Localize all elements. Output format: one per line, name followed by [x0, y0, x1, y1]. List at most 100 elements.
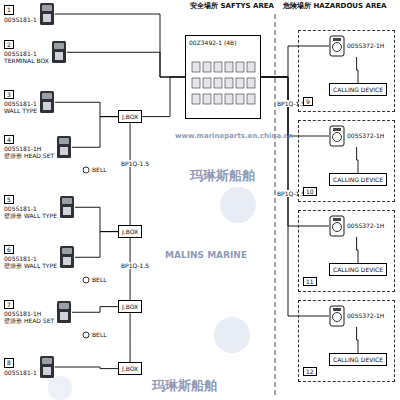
telephone-keypad	[60, 147, 68, 155]
area-heading: 危険場所 HAZARDOUS AREA	[283, 2, 387, 10]
callout-number: 6	[4, 245, 14, 254]
callout-number: 1	[4, 5, 14, 14]
node-text: J.BOX	[122, 113, 138, 120]
cable-wire	[55, 367, 118, 369]
callout-number: 7	[4, 300, 14, 309]
cable-label: BP1Q-1.5	[276, 190, 306, 197]
telephone-window	[333, 223, 342, 232]
node-text: 005S181-1	[4, 369, 37, 376]
text-column: 8 005S181-1	[4, 358, 37, 375]
calling-device: CALLING DEVICE	[329, 353, 387, 366]
node-text: 005S181-1H	[4, 310, 41, 317]
cable-wire	[261, 77, 329, 136]
cable-wire	[72, 117, 118, 148]
area-heading: 安全場所 SAFTYS AREA	[190, 2, 274, 10]
telephone-keypad	[43, 367, 51, 375]
cable-wire	[55, 14, 185, 77]
telephone-body	[57, 301, 71, 323]
text-column: CALLING DEVICE	[333, 86, 383, 93]
node-text: J.BOX	[122, 365, 138, 372]
telephone-handset	[333, 308, 341, 311]
telephone-keypad	[63, 207, 71, 215]
cable-wire	[75, 207, 118, 231]
node-text: 005S372-1H	[347, 312, 384, 319]
callout-number: 5	[4, 195, 14, 204]
callout-number: 2	[4, 40, 14, 49]
node-text: 壁掛形 WALL TYPE	[4, 262, 57, 269]
logo-circle	[220, 187, 256, 223]
telephone-icon	[59, 245, 75, 269]
node-text: CALLING DEVICE	[333, 266, 383, 273]
telephone-keypad	[43, 14, 51, 22]
text-column: CALLING DEVICE	[333, 176, 383, 183]
terminal	[236, 94, 244, 104]
callout-number: 11	[303, 277, 317, 286]
text-column: 6005S181-1壁掛形 WALL TYPE	[4, 245, 57, 270]
logo-circle	[48, 376, 72, 400]
telephone-housing	[330, 216, 344, 236]
telephone-icon	[56, 135, 72, 159]
callout-number: 12	[303, 367, 317, 376]
junction-box: J.BOX	[118, 362, 142, 375]
callout-number: 8	[4, 358, 14, 367]
watermark: 玛琳斯船舶	[190, 168, 255, 184]
wall-telephone: 7005S181-1H壁掛形 HEAD SET	[4, 300, 72, 325]
terminal	[225, 62, 233, 72]
node-text: 005S181-1	[4, 255, 37, 262]
callout-number: 10	[303, 187, 317, 196]
calling-device: CALLING DEVICE	[329, 263, 387, 276]
telephone-handset	[59, 138, 69, 144]
node-text: CALLING DEVICE	[333, 176, 383, 183]
watermark: 玛琳斯船舶	[152, 378, 217, 394]
wall-telephone: 4005S181-1H壁掛形 HEAD SET	[4, 135, 72, 160]
telephone-keypad	[55, 52, 63, 60]
text-column: 12	[303, 367, 317, 377]
hazardous-station: 005S372-1H CALLING DEVICE 11	[298, 210, 395, 292]
cable-wire	[357, 57, 358, 83]
bell-label: BELL	[92, 276, 107, 283]
telephone-housing	[330, 36, 344, 56]
terminal	[247, 78, 255, 88]
cable-wire	[261, 77, 329, 316]
text-column: J.BOX	[122, 113, 138, 120]
watermark: www.marineparts.en.china.cn	[175, 132, 293, 140]
cable-wire	[130, 123, 131, 225]
node-text: 00Z3492-1 (4B)	[189, 39, 237, 46]
text-column: CALLING DEVICE	[333, 266, 383, 273]
telephone-handset	[333, 218, 341, 221]
node-text: J.BOX	[122, 303, 138, 310]
cable-wire	[130, 313, 131, 362]
telephone-body	[52, 41, 66, 63]
text-column: J.BOX	[122, 303, 138, 310]
bell-symbol	[83, 167, 89, 173]
node-text: 005S372-1H	[347, 222, 384, 229]
cable-wire	[357, 237, 358, 263]
telephone-icon	[51, 40, 67, 64]
telephone-icon	[329, 35, 345, 57]
text-column: 9	[303, 97, 313, 107]
node-text: 005S181-1H	[4, 145, 41, 152]
explosion-proof-telephone: 005S372-1H	[329, 125, 384, 147]
telephone-body	[40, 91, 54, 113]
junction-box: J.BOX	[118, 110, 142, 123]
terminal	[192, 78, 200, 88]
terminal	[214, 94, 222, 104]
text-column: 005S372-1H	[347, 222, 384, 229]
telephone-icon	[329, 215, 345, 237]
terminal	[203, 62, 211, 72]
node-text: 壁掛形 WALL TYPE	[4, 212, 57, 219]
terminal	[214, 62, 222, 72]
text-column: 3005S181-1WALL TYPE	[4, 90, 37, 115]
terminal	[236, 62, 244, 72]
telephone-icon	[39, 355, 55, 379]
telephone-icon	[329, 125, 345, 147]
text-column: 11	[303, 277, 317, 287]
terminal	[247, 62, 255, 72]
telephone-keypad	[43, 102, 51, 110]
telephone-handset	[54, 43, 64, 49]
telephone-keypad	[63, 257, 71, 265]
bell-label: BELL	[92, 166, 107, 173]
terminal	[192, 94, 200, 104]
node-text: 壁掛形 HEAD SET	[4, 152, 54, 159]
text-column: 00Z3492-1 (4B)	[189, 39, 257, 46]
